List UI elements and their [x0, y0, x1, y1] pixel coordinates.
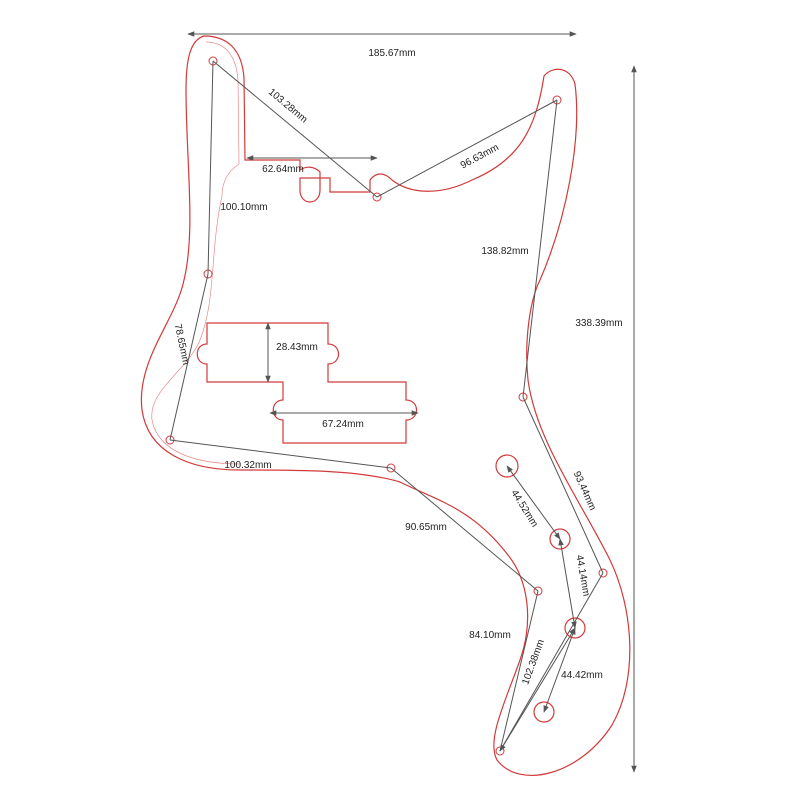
label-left-upper-vertical: 100.10mm [220, 202, 267, 213]
dim-line-lower-diagonal [390, 467, 539, 592]
dim-line-left-lower [169, 273, 209, 441]
dim-line-upper-horn [376, 99, 558, 198]
dim-arrow-control-2 [558, 538, 577, 629]
label-overall-height: 338.39mm [575, 318, 622, 329]
dim-line-right-side [522, 99, 558, 398]
dim-line-left-upper [207, 60, 214, 275]
dim-line-lower-left [169, 439, 392, 469]
label-pickup-width: 67.24mm [322, 419, 364, 430]
label-lower-left-horizontal: 100.32mm [224, 460, 271, 471]
label-bottom-right-spacing: 44.42mm [561, 670, 603, 681]
dim-line-right-lower [522, 396, 604, 574]
dim-arrow-bottom-right [543, 627, 576, 713]
label-overall-width: 185.67mm [368, 48, 415, 59]
label-lower-diagonal: 90.65mm [405, 522, 447, 533]
label-left-lower-vertical: 78.65mm [172, 323, 191, 366]
label-control-hole-spacing-2: 44.14mm [573, 554, 591, 597]
dim-arrow-control-1 [506, 465, 561, 540]
label-right-side-vertical: 138.82mm [481, 246, 528, 257]
label-neck-diagonal: 103.28mm [266, 87, 309, 126]
label-neck-pocket-width: 62.64mm [262, 164, 304, 175]
label-pickup-height: 28.43mm [276, 342, 318, 353]
pickguard-inner-outline [151, 41, 241, 465]
pickup-cutout [196, 322, 418, 444]
label-right-lower-diagonal: 93.44mm [571, 470, 598, 513]
arrow-dimension-lines [187, 31, 637, 773]
dim-line-neck-diagonal [212, 60, 378, 198]
label-bottom-left-diagonal: 84.10mm [469, 630, 511, 641]
label-control-hole-spacing-1: 44.52mm [508, 488, 539, 529]
label-upper-horn-diagonal: 96.63mm [459, 142, 501, 171]
pickguard-outline [140, 35, 631, 776]
dim-line-bottom-right [499, 572, 604, 752]
dimension-labels: 185.67mm 338.39mm 103.28mm 62.64mm 96.63… [172, 48, 623, 686]
